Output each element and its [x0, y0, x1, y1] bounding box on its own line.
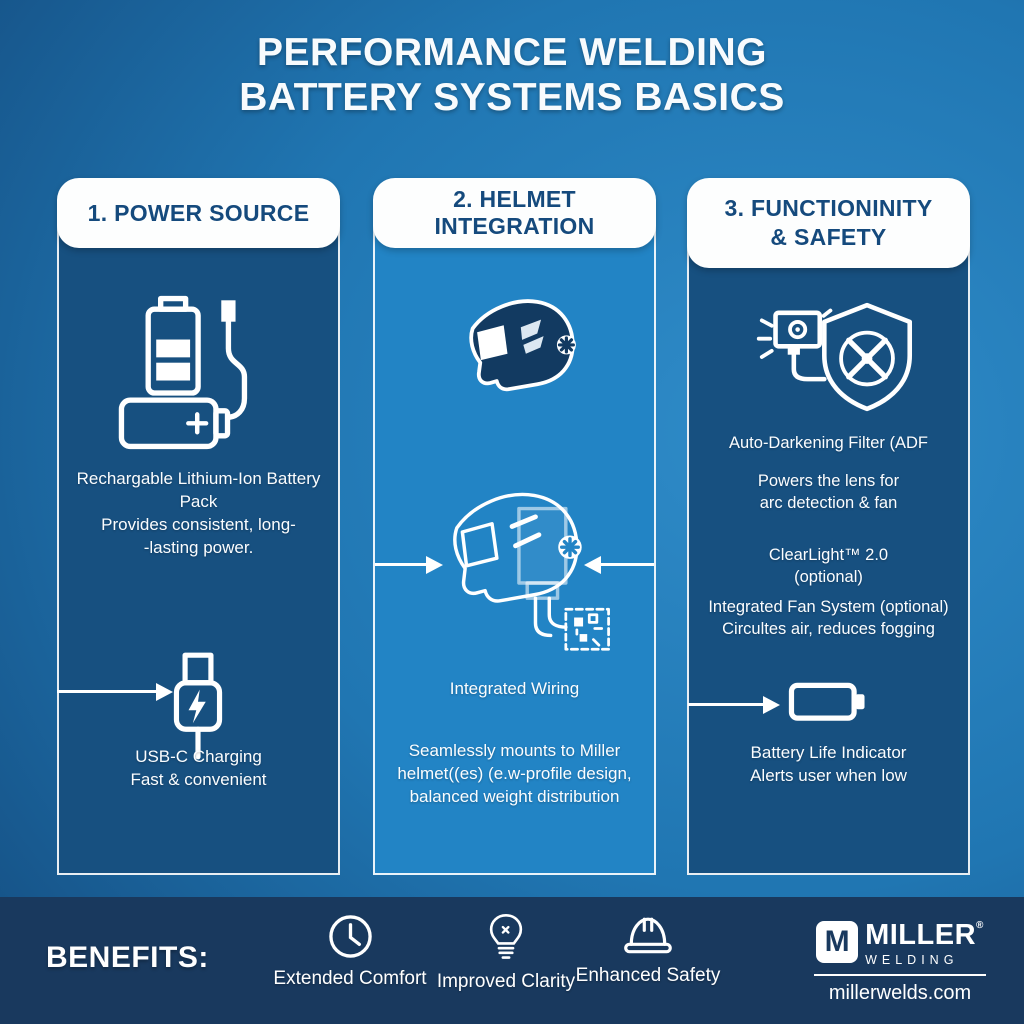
battery-pack-description: Rechargable Lithium-Ion Battery Pack Pro…	[76, 469, 321, 557]
clock-icon	[327, 913, 374, 960]
benefit-label: Improved Clarity	[436, 971, 576, 992]
column-helmet-integration: 2. HELMET INTEGRATION	[373, 178, 656, 875]
arrow-to-battery-indicator	[688, 703, 764, 706]
benefit-enhanced-safety: Enhanced Safety	[563, 913, 733, 987]
usb-charging-description: USB-C Charging Fast & convenient	[130, 747, 267, 789]
website-url: millerwelds.com	[828, 982, 972, 1004]
arrow-left-to-helmet	[375, 563, 427, 566]
arrow-to-usb-charging	[57, 690, 157, 693]
column-functionality-safety-title-line1: 3. FUNCTIONINITY	[724, 195, 933, 222]
adf-title: Auto-Darkening Filter (ADF	[729, 434, 928, 452]
hardhat-icon	[622, 913, 674, 957]
column-functionality-safety-panel	[687, 212, 970, 875]
benefit-extended-comfort: Extended Comfort	[265, 913, 435, 990]
battery-indicator-description: Battery Life Indicator Alerts user when …	[750, 743, 907, 785]
registered-mark: ®	[976, 920, 984, 931]
arrow-right-to-helmet	[600, 563, 654, 566]
column-functionality-safety: 3. FUNCTIONINITY & SAFETY Auto-Darkening…	[687, 178, 970, 875]
column-power-source-header: 1. POWER SOURCE	[57, 178, 340, 248]
page-title-line2: BATTERY SYSTEMS BASICS	[239, 76, 785, 120]
clearlight-title: ClearLight™ 2.0 (optional)	[768, 546, 889, 587]
column-functionality-safety-title-line2: & SAFETY	[770, 224, 887, 250]
page-title-line1: PERFORMANCE WELDING	[257, 31, 767, 74]
miller-m-logo-icon: M	[816, 921, 859, 963]
usb-c-charging-icon	[154, 650, 242, 762]
battery-empty-icon	[787, 674, 869, 728]
welding-helmet-outline-circuit-icon	[421, 474, 621, 670]
welding-helmet-solid-icon	[441, 286, 593, 414]
logo-divider	[814, 974, 986, 976]
benefits-bar: BENEFITS: Extended Comfort Improved Clar…	[0, 897, 1024, 1024]
benefits-label: BENEFITS:	[46, 941, 209, 974]
column-power-source-title: 1. POWER SOURCE	[87, 199, 310, 226]
benefit-improved-clarity: Improved Clarity	[421, 913, 591, 993]
column-helmet-integration-title: 2. HELMET INTEGRATION	[434, 186, 595, 239]
lightbulb-icon	[487, 913, 525, 963]
miller-welding-logo: M MILLER® WELDING millerwelds.com	[814, 921, 986, 1005]
battery-pack-charging-icon	[96, 290, 301, 455]
fan-system-description: Integrated Fan System (optional) Circult…	[708, 598, 949, 639]
logo-brand: MILLER®	[865, 919, 984, 951]
benefit-label: Enhanced Safety	[575, 965, 721, 986]
column-functionality-safety-header: 3. FUNCTIONINITY & SAFETY	[687, 178, 970, 268]
integrated-wiring-caption: Integrated Wiring	[449, 679, 580, 698]
column-helmet-integration-header: 2. HELMET INTEGRATION	[373, 178, 656, 248]
column-power-source: 1. POWER SOURCE Rechargable Lithium-Ion …	[57, 178, 340, 875]
page-title: PERFORMANCE WELDING BATTERY SYSTEMS BASI…	[0, 30, 1024, 120]
adf-description: Powers the lens for arc detection & fan	[757, 472, 900, 513]
logo-sub-brand: WELDING	[865, 953, 959, 967]
helmet-mount-description: Seamlessly mounts to Miller helmet((es) …	[397, 741, 632, 806]
adf-sensor-shield-fan-icon	[739, 296, 931, 418]
benefit-label: Extended Comfort	[273, 968, 427, 989]
